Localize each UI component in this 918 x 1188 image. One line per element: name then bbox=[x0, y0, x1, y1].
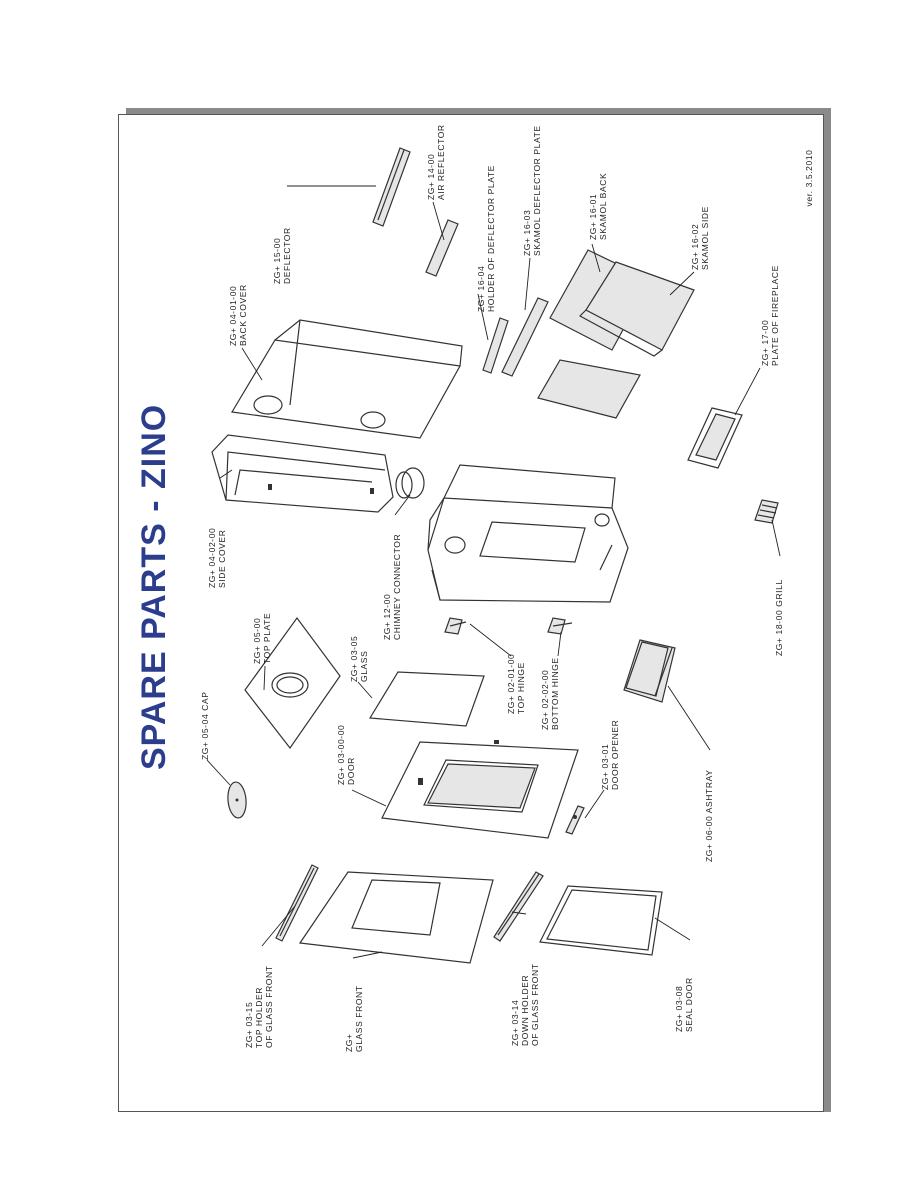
part-name: DOWN HOLDER bbox=[520, 975, 530, 1046]
part-code: ZG+ 16-01 bbox=[588, 194, 598, 240]
part-label-18-00: ZG+ 18-00 GRILL bbox=[774, 579, 784, 656]
part-code: ZG+ 12-00 bbox=[382, 594, 392, 640]
part-label-14-00: ZG+ 14-00 AIR REFLECTOR bbox=[426, 124, 446, 200]
part-name: DEFLECTOR bbox=[282, 227, 292, 284]
part-label-15-00: ZG+ 15-00 DEFLECTOR bbox=[272, 227, 292, 284]
chimney-connector-drawing bbox=[395, 467, 425, 499]
deflector-drawing bbox=[372, 147, 411, 227]
bottom-hinge-drawing bbox=[547, 617, 573, 635]
part-name: SKAMOL BACK bbox=[598, 173, 608, 240]
holder-deflector-plate-drawing bbox=[482, 317, 509, 374]
seal-door-drawing bbox=[539, 885, 663, 956]
part-code: ZG+ 03-00-00 bbox=[336, 725, 346, 785]
part-code: ZG+ 16-02 bbox=[690, 224, 700, 270]
glass-drawing bbox=[368, 671, 485, 727]
back-cover-drawing bbox=[231, 319, 463, 439]
part-label-04-02-00: ZG+ 04-02-00 SIDE COVER bbox=[207, 528, 227, 588]
part-code: ZG+ 04-01-00 bbox=[228, 286, 238, 346]
part-code: ZG+ bbox=[344, 1033, 354, 1052]
part-label-16-04: ZG+ 16-04 HOLDER OF DEFLECTOR PLATE bbox=[476, 165, 496, 312]
part-code: ZG+ 05-04 CAP bbox=[200, 691, 210, 760]
part-code: ZG+ 03-08 bbox=[674, 986, 684, 1032]
part-label-06-00: ZG+ 06-00 ASHTRAY bbox=[704, 770, 714, 862]
part-label-16-03: ZG+ 16-03 SKAMOL DEFLECTOR PLATE bbox=[522, 125, 542, 256]
part-code: ZG+ 17-00 bbox=[760, 320, 770, 366]
part-name: SIDE COVER bbox=[217, 530, 227, 588]
part-code: ZG+ 18-00 GRILL bbox=[774, 579, 784, 656]
part-name: TOP HOLDER bbox=[254, 987, 264, 1048]
part-label-03-05: ZG+ 03-05 GLASS bbox=[349, 636, 369, 682]
part-code: ZG+ 06-00 ASHTRAY bbox=[704, 770, 714, 862]
part-code: ZG+ 04-02-00 bbox=[207, 528, 217, 588]
part-label-03-01: ZG+ 03-01 DOOR OPENER bbox=[600, 720, 620, 790]
part-label-17-00: ZG+ 17-00 PLATE OF FIREPLACE bbox=[760, 265, 780, 366]
part-label-05-04: ZG+ 05-04 CAP bbox=[200, 691, 210, 760]
part-name: DOOR OPENER bbox=[610, 720, 620, 790]
part-name: CHIMNEY CONNECTOR bbox=[392, 534, 402, 640]
part-name: SEAL DOOR bbox=[684, 977, 694, 1032]
part-code: ZG+ 15-00 bbox=[272, 238, 282, 284]
part-label-02-01-00: ZG+ 02-01-00 TOP HINGE bbox=[506, 654, 526, 714]
part-name: PLATE OF FIREPLACE bbox=[770, 265, 780, 366]
part-name: DOOR bbox=[346, 757, 356, 785]
part-code: ZG+ 03-01 bbox=[600, 744, 610, 790]
part-name-line2: OF GLASS FRONT bbox=[264, 965, 274, 1048]
part-name: BOTTOM HINGE bbox=[550, 657, 560, 730]
part-code: ZG+ 16-03 bbox=[522, 210, 532, 256]
stove-body-drawing bbox=[427, 464, 629, 603]
part-label-03-14: ZG+ 03-14 DOWN HOLDER OF GLASS FRONT bbox=[510, 963, 540, 1046]
part-label-04-01-00: ZG+ 04-01-00 BACK COVER bbox=[228, 284, 248, 346]
leader-lines bbox=[206, 185, 781, 959]
skamol-deflector-plate-drawing bbox=[501, 297, 549, 377]
skamol-side-drawing bbox=[579, 261, 695, 357]
part-label-03-15: ZG+ 03-15 TOP HOLDER OF GLASS FRONT bbox=[244, 965, 274, 1048]
top-holder-glass-front-drawing bbox=[275, 864, 319, 942]
part-name-line2: OF GLASS FRONT bbox=[530, 963, 540, 1046]
part-label-03-08: ZG+ 03-08 SEAL DOOR bbox=[674, 977, 694, 1032]
cap-drawing bbox=[227, 781, 247, 819]
part-name: SKAMOL SIDE bbox=[700, 206, 710, 270]
part-name: TOP HINGE bbox=[516, 662, 526, 714]
part-code: ZG+ 02-02-00 bbox=[540, 670, 550, 730]
page-frame bbox=[118, 114, 824, 1112]
glass-front-drawing bbox=[298, 871, 494, 964]
document-title: SPARE PARTS - ZINO bbox=[135, 404, 173, 770]
part-code: ZG+ 02-01-00 bbox=[506, 654, 516, 714]
part-label-12-00: ZG+ 12-00 CHIMNEY CONNECTOR bbox=[382, 534, 402, 640]
version-label: ver. 3.5.2010 bbox=[804, 150, 814, 207]
part-name: TOP PLATE bbox=[262, 613, 272, 664]
part-code: ZG+ 14-00 bbox=[426, 154, 436, 200]
part-code: ZG+ 16-04 bbox=[476, 266, 486, 312]
plate-of-fireplace-small-drawing bbox=[537, 359, 641, 419]
part-name: GLASS bbox=[359, 651, 369, 682]
door-opener-drawing bbox=[565, 805, 585, 835]
part-name: HOLDER OF DEFLECTOR PLATE bbox=[486, 165, 496, 312]
part-name: GLASS FRONT bbox=[354, 985, 364, 1052]
side-cover-drawing bbox=[211, 434, 394, 513]
ashtray-drawing bbox=[623, 639, 676, 703]
part-code: ZG+ 03-15 bbox=[244, 1002, 254, 1048]
part-code: ZG+ 05-00 bbox=[252, 618, 262, 664]
part-name: AIR REFLECTOR bbox=[436, 124, 446, 200]
part-code: ZG+ 03-05 bbox=[349, 636, 359, 682]
part-label-16-02: ZG+ 16-02 SKAMOL SIDE bbox=[690, 206, 710, 270]
down-holder-glass-front-drawing bbox=[493, 871, 544, 942]
plate-of-fireplace-drawing bbox=[687, 407, 743, 469]
part-label-05-00: ZG+ 05-00 TOP PLATE bbox=[252, 613, 272, 664]
part-name: SKAMOL DEFLECTOR PLATE bbox=[532, 125, 542, 256]
part-label-02-02-00: ZG+ 02-02-00 BOTTOM HINGE bbox=[540, 657, 560, 730]
door-drawing bbox=[381, 740, 579, 839]
part-code: ZG+ 03-14 bbox=[510, 1000, 520, 1046]
top-hinge-drawing bbox=[444, 617, 467, 635]
air-reflector-drawing bbox=[425, 219, 459, 277]
grill-drawing bbox=[754, 499, 779, 524]
part-name: BACK COVER bbox=[238, 284, 248, 346]
part-label-glass-front: ZG+ GLASS FRONT bbox=[344, 985, 364, 1052]
part-label-03-00-00: ZG+ 03-00-00 DOOR bbox=[336, 725, 356, 785]
top-plate-drawing bbox=[244, 616, 341, 750]
part-label-16-01: ZG+ 16-01 SKAMOL BACK bbox=[588, 173, 608, 240]
